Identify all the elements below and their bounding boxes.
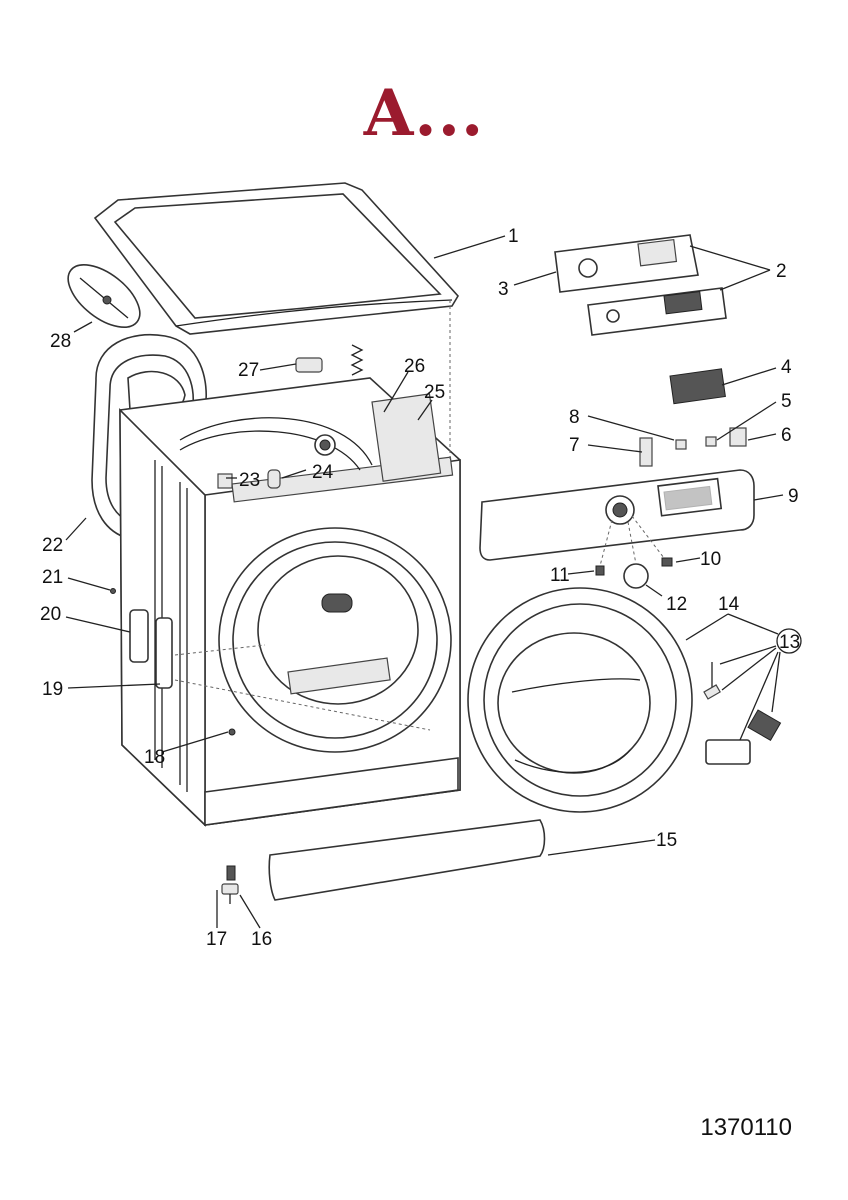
page-title: A... [363,76,485,151]
callout-13-circle [776,628,802,654]
kick-plate-part [268,819,546,901]
callout-5: 5 [781,391,792,412]
foot-part [221,865,239,904]
callout-19: 19 [42,679,63,700]
button-11-part [595,565,605,576]
callout-10: 10 [700,549,721,570]
callout-27: 27 [238,360,259,381]
document-number: 1370110 [700,1114,792,1141]
callout-8: 8 [569,407,580,428]
callout-12: 12 [666,594,687,615]
callout-13: 13 [779,632,800,653]
callout-21: 21 [42,567,63,588]
callout-7: 7 [569,435,580,456]
callout-23: 23 [239,470,260,491]
callout-4: 4 [781,357,792,378]
callout-22: 22 [42,535,63,556]
door-part [467,587,693,813]
callout-16: 16 [251,929,272,950]
hose-part [67,264,141,328]
button-10-part [661,557,673,567]
callout-15: 15 [656,830,677,851]
callout-25: 25 [424,382,445,403]
callout-2: 2 [776,261,787,282]
callout-3: 3 [498,279,509,300]
top-cover-part [93,182,459,335]
callout-17: 17 [206,929,227,950]
display-module-part [669,368,726,405]
callout-6: 6 [781,425,792,446]
callout-26: 26 [404,356,425,377]
callout-9: 9 [788,486,799,507]
knob-12-part [623,563,649,589]
valve-part [295,344,364,376]
callout-24: 24 [312,462,334,483]
small-components-part [639,427,747,467]
callout-18: 18 [144,747,165,768]
callout-11: 11 [550,565,570,586]
callout-20: 20 [40,604,61,625]
control-board-part [554,234,727,336]
callout-labels: 1 2 3 4 5 6 7 8 9 10 11 12 13 14 15 16 1… [40,226,802,950]
callout-1: 1 [508,226,519,247]
control-panel-part [479,469,755,561]
hinge-part [110,588,236,736]
callout-28: 28 [50,331,71,352]
callout-14: 14 [718,594,740,615]
leader-lines [65,235,784,929]
door-hardware-part [703,662,782,765]
